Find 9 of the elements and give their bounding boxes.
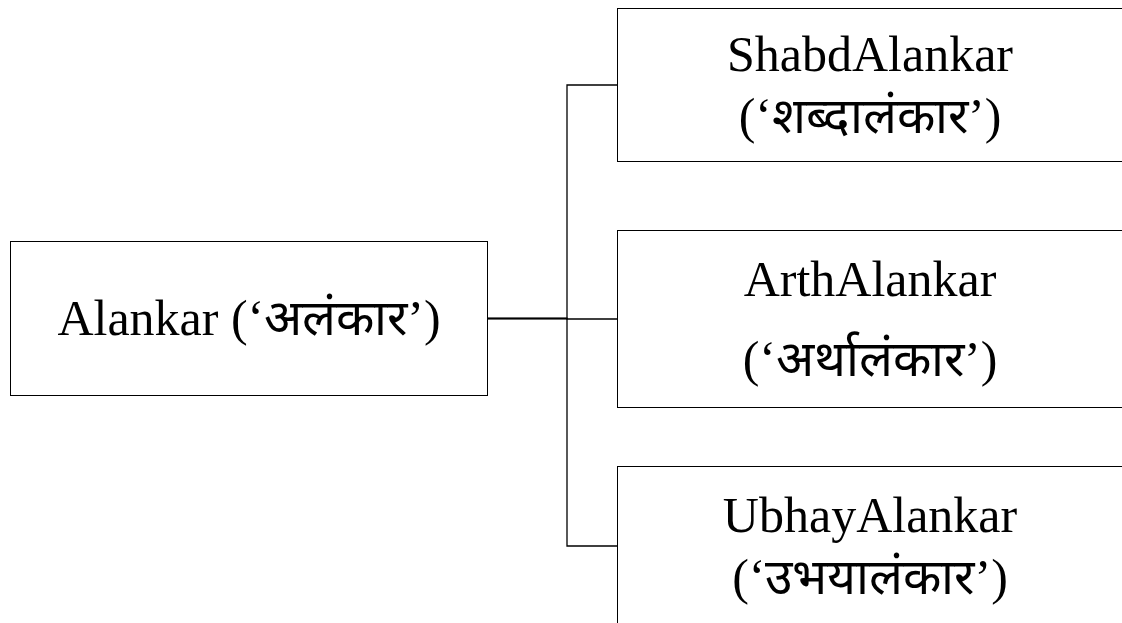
category-box xyxy=(617,230,1122,408)
connector-line xyxy=(487,317,618,547)
box-label: Alankar (‘अलंकार’) xyxy=(57,289,441,349)
box-label: ArthAlankar (‘अर्थालंकार’) xyxy=(741,250,999,389)
category-box xyxy=(617,8,1122,162)
box-label: ShabdAlankar (‘शब्दालंकार’) xyxy=(725,24,1014,146)
root-box xyxy=(10,241,488,396)
box-label: UbhayAlankar (‘उभयालंकार’) xyxy=(721,485,1019,607)
category-box xyxy=(617,466,1122,623)
